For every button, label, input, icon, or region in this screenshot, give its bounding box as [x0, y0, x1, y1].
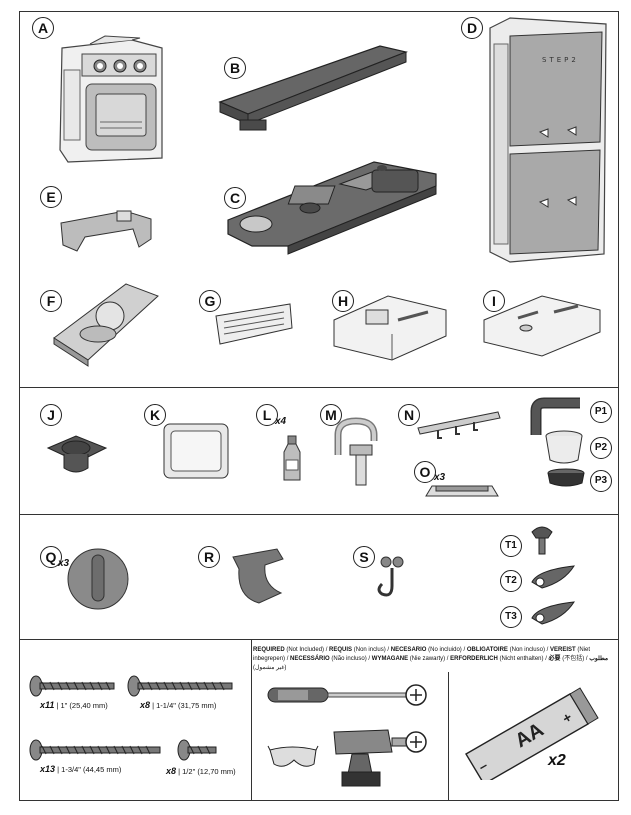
- part-label-d: D: [461, 17, 483, 39]
- part-q-qty: x3: [58, 558, 70, 569]
- part-l-bottle: [283, 435, 301, 481]
- part-a-stove-frame: [59, 35, 163, 163]
- part-label-o: O: [414, 461, 436, 483]
- part-e-bracket: [60, 210, 152, 252]
- section-divider: [19, 514, 619, 515]
- aa-battery-icon: AA + –: [465, 687, 599, 780]
- part-label-p3: P3: [590, 470, 612, 492]
- part-t1-screw-cap: [531, 526, 553, 555]
- part-o-handle: [425, 485, 499, 497]
- part-label-b: B: [224, 57, 246, 79]
- screw-1-2in-label: x8 | 1/2" (12,70 mm): [166, 766, 236, 776]
- part-g-grill: [215, 303, 293, 345]
- part-k-window: [163, 423, 229, 479]
- part-label-q: Q: [40, 546, 62, 568]
- part-label-m: M: [320, 404, 342, 426]
- screw-1in-icon: [29, 675, 115, 697]
- part-m-faucet: [334, 417, 378, 486]
- screw-1-3-4in-label: x13 | 1-3/4" (44,45 mm): [40, 764, 122, 774]
- part-label-e: E: [40, 186, 62, 208]
- part-label-j: J: [40, 404, 62, 426]
- section-divider: [19, 387, 619, 388]
- part-label-t2: T2: [500, 570, 522, 592]
- screw-1-1-4in-icon: [127, 675, 233, 697]
- part-r-clip: [232, 548, 284, 604]
- part-c-countertop: [227, 161, 437, 255]
- part-label-c: C: [224, 187, 246, 209]
- part-f-panel: [53, 283, 159, 367]
- part-label-t3: T3: [500, 606, 522, 628]
- part-l-qty: x4: [275, 416, 287, 427]
- part-label-t1: T1: [500, 535, 522, 557]
- screw-1-1-4in-label: x8 | 1-1/4" (31,75 mm): [140, 700, 217, 710]
- part-t3-knob-lever: [531, 601, 575, 625]
- part-label-h: H: [332, 290, 354, 312]
- safety-glasses-icon: [267, 745, 319, 767]
- part-j-burner-knob: [46, 435, 108, 473]
- section-divider: [448, 672, 449, 801]
- phillips-screwdriver-icon: [267, 684, 427, 706]
- part-label-g: G: [199, 290, 221, 312]
- part-o-qty: x3: [434, 472, 446, 483]
- battery-qty: x2: [548, 752, 566, 769]
- part-label-f: F: [40, 290, 62, 312]
- section-divider: [251, 639, 252, 801]
- part-d-refrigerator: STEP2: [489, 17, 607, 263]
- part-label-a: A: [32, 17, 54, 39]
- part-s-hook: [377, 556, 404, 597]
- part-n-hook-rack: [417, 411, 501, 439]
- part-label-p1: P1: [590, 401, 612, 423]
- part-label-k: K: [144, 404, 166, 426]
- screw-1-3-4in-icon: [29, 739, 161, 761]
- part-i-shelf: [483, 295, 601, 357]
- part-label-l: L: [256, 404, 278, 426]
- parts-sheet-frame: [19, 11, 619, 801]
- part-q-knob: [67, 548, 129, 610]
- part-label-s: S: [353, 546, 375, 568]
- screw-1in-label: x11 | 1" (25,40 mm): [40, 700, 108, 710]
- part-b-tray: [218, 45, 409, 131]
- part-t2-knob-lever: [531, 565, 575, 589]
- brand-label: STEP2: [542, 56, 579, 64]
- power-drill-icon: [333, 729, 427, 787]
- part-p3-cap: [547, 468, 585, 487]
- part-label-n: N: [398, 404, 420, 426]
- screw-1-2in-icon: [177, 739, 217, 761]
- part-p2-cup: [545, 430, 583, 464]
- part-label-r: R: [198, 546, 220, 568]
- part-p1-spout: [530, 397, 580, 435]
- part-label-p2: P2: [590, 437, 612, 459]
- part-h-shelf: [333, 295, 447, 361]
- part-label-i: I: [483, 290, 505, 312]
- required-tools-note: REQUIRED (Not Included) / REQUIS (Non in…: [253, 647, 609, 671]
- section-divider: [19, 639, 619, 640]
